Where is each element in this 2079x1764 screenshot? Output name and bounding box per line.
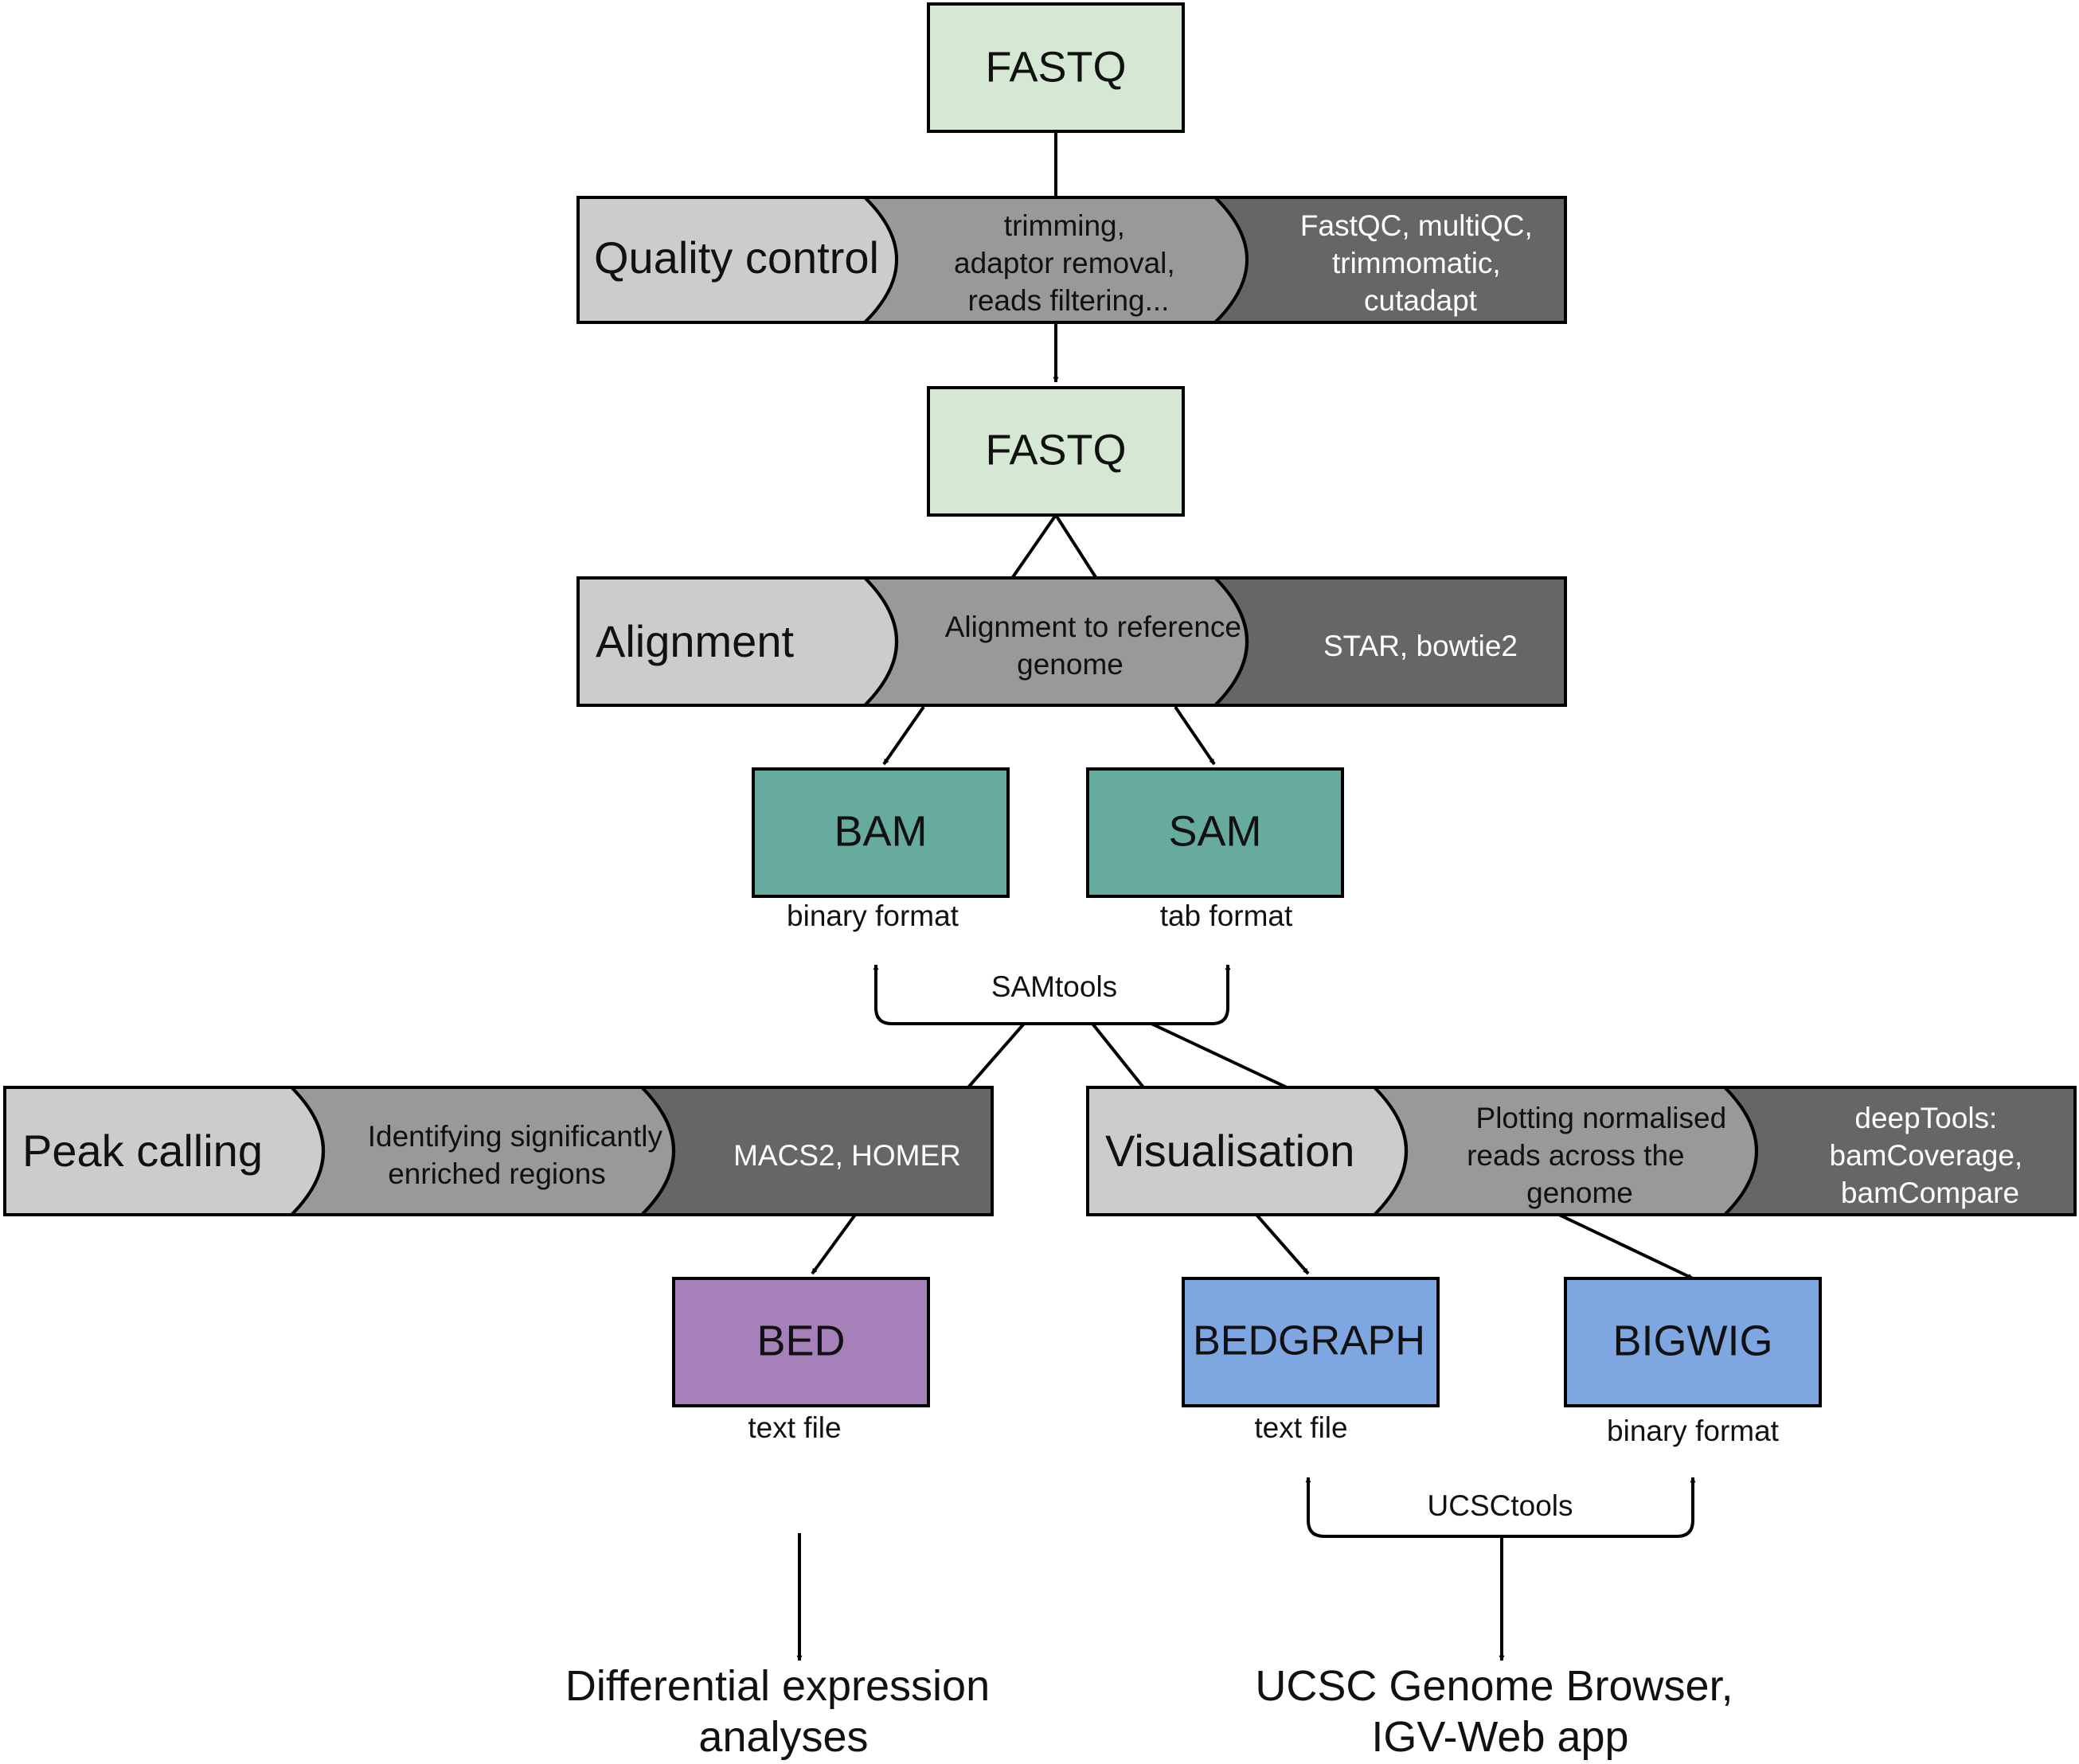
alignment-title: Alignment [596, 616, 794, 666]
edge-samtools-to-peak [967, 1022, 1026, 1089]
arrow-vis-to-bedgraph [1255, 1213, 1310, 1275]
vis-tools-line: deepTools: [1854, 1102, 1997, 1134]
bigwig-box [1564, 1277, 1822, 1407]
qc-tools: FastQC, multiQC, trimmomatic, cutadapt [1300, 209, 1541, 317]
stage-quality-control: Quality control trimming, adaptor remova… [576, 196, 1567, 324]
peak-title: Peak calling [22, 1126, 263, 1176]
bedgraph-box [1182, 1277, 1440, 1407]
vis-tools-line: bamCoverage, [1830, 1139, 2023, 1172]
sam-label: SAM [1168, 807, 1261, 855]
alignment-outline [576, 576, 1567, 707]
sam-node: SAM tab format [1086, 767, 1344, 932]
qc-title: Quality control [594, 232, 879, 283]
bed-box [672, 1277, 930, 1407]
bedgraph-caption: text file [1254, 1411, 1347, 1444]
bed-caption: text file [748, 1411, 841, 1444]
differential-outcome-line: Differential expression [565, 1662, 990, 1710]
bigwig-label: BIGWIG [1613, 1317, 1773, 1364]
peak-outline [3, 1086, 994, 1216]
fastq-clean-box [927, 386, 1185, 517]
vis-title: Visualisation [1105, 1126, 1354, 1176]
browser-outcome-line: IGV-Web app [1371, 1713, 1628, 1761]
peak-title-segment [3, 1086, 325, 1216]
stage-alignment: Alignment Alignment to reference genome … [576, 576, 1567, 707]
bigwig-caption: binary format [1607, 1415, 1780, 1447]
alignment-description-line: genome [1017, 648, 1124, 681]
vis-outline [1086, 1086, 2077, 1216]
fastq-clean-label: FASTQ [985, 426, 1126, 474]
fastq-raw-label: FASTQ [985, 43, 1126, 91]
arrow-alignment-to-bam [882, 705, 925, 766]
ucsctools-label: UCSCtools [1428, 1489, 1573, 1522]
peak-tools: MACS2, HOMER [733, 1139, 961, 1172]
fastq-raw-box [927, 2, 1185, 133]
edge-samtools-to-vis-b [1151, 1022, 1288, 1089]
qc-description-line: adaptor removal, [954, 247, 1175, 279]
bam-label: BAM [834, 807, 927, 855]
qc-tools-line: cutadapt [1364, 284, 1478, 317]
alignment-title-segment [576, 576, 898, 707]
vis-tools: deepTools: bamCoverage, bamCompare [1830, 1102, 2031, 1209]
edge-samtools-to-vis-a [1091, 1022, 1145, 1089]
bam-node: BAM binary format [752, 767, 1010, 932]
qc-description: trimming, adaptor removal, reads filteri… [954, 209, 1183, 317]
bed-label: BED [756, 1317, 845, 1364]
qc-tools-line: trimmomatic, [1332, 247, 1501, 279]
differential-outcome-line: analyses [698, 1713, 868, 1761]
qc-title-segment [576, 196, 898, 324]
qc-description-line: reads filtering... [968, 284, 1170, 317]
arrow-vis-to-bigwig [1558, 1213, 1694, 1280]
sam-box [1086, 767, 1344, 898]
qc-description-line: trimming, [1004, 209, 1125, 242]
arrow-peak-to-bed [811, 1213, 857, 1275]
connectors [796, 131, 1696, 1661]
edge-fastq-to-alignment [1011, 512, 1097, 579]
bed-node: BED text file [672, 1277, 930, 1444]
vis-description-line: reads across the [1467, 1139, 1685, 1172]
vis-title-segment [1086, 1086, 1408, 1216]
vis-description-line: Plotting normalised [1476, 1102, 1727, 1134]
vis-description-line: genome [1526, 1177, 1633, 1209]
alignment-tools-line: STAR, bowtie2 [1323, 630, 1518, 662]
fastq-raw-node: FASTQ [927, 2, 1185, 133]
qc-tools-line: FastQC, multiQC, [1300, 209, 1533, 242]
peak-description-line: Identifying significantly [368, 1120, 663, 1153]
alignment-description-line: Alignment to reference [945, 611, 1241, 643]
differential-outcome: Differential expression analyses [565, 1662, 1002, 1761]
sam-caption: tab format [1160, 900, 1293, 932]
peak-description: Identifying significantly enriched regio… [368, 1120, 670, 1190]
stage-peak-calling: Peak calling Identifying significantly e… [3, 1086, 994, 1216]
alignment-tools: STAR, bowtie2 [1323, 630, 1518, 662]
browser-outcome-line: UCSC Genome Browser, [1255, 1662, 1733, 1710]
qc-outline [576, 196, 1567, 324]
bam-caption: binary format [787, 900, 959, 932]
peak-tools-line: MACS2, HOMER [733, 1139, 961, 1172]
bigwig-node: BIGWIG binary format [1564, 1277, 1822, 1447]
fastq-clean-node: FASTQ [927, 386, 1185, 517]
bedgraph-node: BEDGRAPH text file [1182, 1277, 1440, 1444]
arrow-alignment-to-sam [1174, 705, 1216, 766]
stage-visualisation: Visualisation Plotting normalised reads … [1086, 1086, 2077, 1216]
bam-box [752, 767, 1010, 898]
samtools-bracket [873, 964, 1231, 1025]
peak-description-line: enriched regions [388, 1157, 606, 1190]
vis-tools-line: bamCompare [1841, 1177, 2019, 1209]
bedgraph-label: BEDGRAPH [1193, 1318, 1425, 1364]
samtools-label: SAMtools [991, 970, 1117, 1003]
alignment-description: Alignment to reference genome [945, 611, 1250, 681]
vis-description: Plotting normalised reads across the gen… [1467, 1102, 1734, 1209]
browser-outcome: UCSC Genome Browser, IGV-Web app [1255, 1662, 1745, 1761]
